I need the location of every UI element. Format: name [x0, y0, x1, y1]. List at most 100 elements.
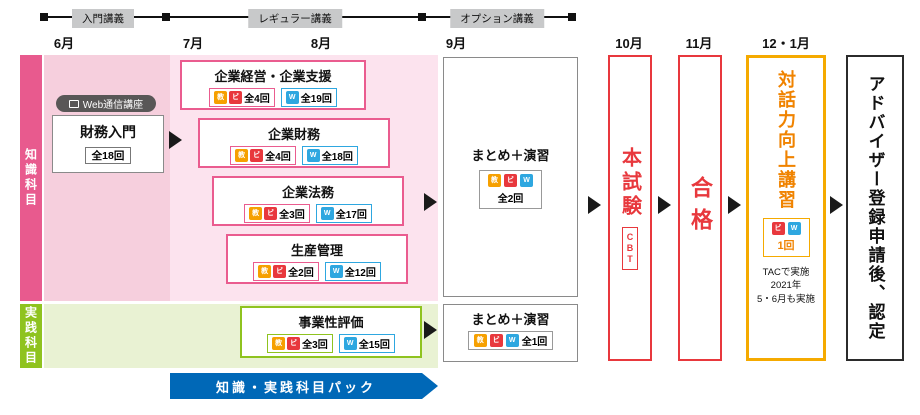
- course-title: 企業法務: [281, 185, 334, 200]
- timeline-node: [162, 13, 170, 21]
- video-booth-icon: ビ: [273, 265, 287, 278]
- video-booth-icon: ビ: [287, 337, 301, 350]
- course-kigyo-houmu: 企業法務 教 ビ 全3回 W 全17回: [212, 176, 404, 226]
- web-count-badge: W 全17回: [315, 204, 372, 223]
- lecture-count-badge: 教 ビ 全4回: [230, 146, 296, 165]
- course-badges: 教 ビ 全4回 W 全19回: [209, 88, 337, 107]
- video-booth-icon: ビ: [771, 222, 785, 235]
- lecture-count: 全18回: [321, 152, 353, 163]
- training-note-line: 5・6月も実施: [756, 293, 816, 305]
- course-badges: 教 ビ 全4回 W 全18回: [230, 146, 358, 165]
- flow-arrow-icon: [830, 196, 843, 214]
- classroom-icon: 教: [235, 149, 249, 162]
- flow-arrow-icon: [658, 196, 671, 214]
- video-booth-icon: ビ: [489, 334, 503, 347]
- row-label-practice: 実践科目: [20, 304, 42, 368]
- course-title: 企業財務: [267, 127, 320, 142]
- month-label-dec-jan: 12・1月: [762, 36, 810, 51]
- timeline-node: [40, 13, 48, 21]
- video-booth-icon: ビ: [250, 149, 264, 162]
- lecture-count: 全4回: [265, 152, 291, 163]
- timeline-node: [568, 13, 576, 21]
- training-note: TACで実施 2021年 5・6月も実施: [757, 266, 815, 306]
- flow-arrow-icon: [728, 196, 741, 214]
- classroom-icon: 教: [258, 265, 272, 278]
- classroom-icon: 教: [272, 337, 286, 350]
- web-course-badge-label: Web通信講座: [82, 100, 144, 111]
- exam-method: CBT: [625, 231, 635, 265]
- lecture-count-badge: 教 ビ 全2回: [253, 262, 319, 281]
- course-kigyo-keiei: 企業経営・企業支援 教 ビ 全4回 W 全19回: [180, 60, 366, 110]
- flow-arrow-icon: [588, 196, 601, 214]
- month-label-jul: 7月: [182, 36, 204, 51]
- lecture-count: 全3回: [279, 210, 305, 221]
- course-title: 生産管理: [290, 243, 343, 258]
- practice-summary-box: まとめ＋演習 教 ビ W 全1回: [443, 304, 578, 362]
- summary-count-badge: 教 ビ W 全1回: [467, 331, 554, 350]
- course-badges: 教 ビ 全3回 W 全17回: [244, 204, 372, 223]
- pack-banner-arrow: [422, 373, 438, 399]
- knowledge-summary-box: まとめ＋演習 教 ビ W 全2回: [443, 57, 578, 297]
- web-icon: W: [285, 91, 299, 104]
- web-icon: W: [306, 149, 320, 162]
- web-icon: W: [505, 334, 519, 347]
- classroom-icon: 教: [488, 174, 501, 187]
- course-title: 企業経営・企業支援: [214, 69, 332, 84]
- training-count-badge: ビ W 1回: [762, 218, 810, 257]
- video-booth-icon: ビ: [264, 207, 278, 220]
- course-kigyo-zaimu: 企業財務 教 ビ 全4回 W 全18回: [198, 118, 390, 168]
- course-zaimu-nyumon: 財務入門 全18回: [52, 115, 164, 173]
- course-seisan-kanri: 生産管理 教 ビ 全2回 W 全12回: [226, 234, 408, 284]
- video-booth-icon: ビ: [504, 174, 517, 187]
- course-count-badge: 全18回: [84, 147, 132, 164]
- month-label-aug: 8月: [310, 36, 332, 51]
- web-count-badge: W 全15回: [338, 334, 395, 353]
- timeline-node: [418, 13, 426, 21]
- exam-box: 本試験 CBT: [608, 55, 652, 361]
- pass-title: 合格: [688, 176, 713, 240]
- row-label-knowledge: 知識科目: [20, 55, 42, 301]
- web-icon: W: [343, 337, 357, 350]
- classroom-icon: 教: [249, 207, 263, 220]
- certification-box: アドバイザー登録申請後、認定: [846, 55, 904, 361]
- lecture-count: 全2回: [288, 268, 314, 279]
- lecture-count: 全12回: [344, 268, 376, 279]
- lecture-count-badge: 教 ビ 全4回: [209, 88, 275, 107]
- flow-arrow-icon: [424, 321, 437, 339]
- summary-icons: 教 ビ W: [488, 174, 533, 187]
- web-icon: W: [329, 265, 343, 278]
- month-label-oct: 10月: [615, 36, 643, 51]
- lecture-count: 全4回: [244, 94, 270, 105]
- pack-banner: 知識・実践科目パック: [170, 373, 422, 399]
- lecture-count: 全3回: [302, 340, 328, 351]
- web-icon: W: [787, 222, 801, 235]
- flow-arrow-icon: [424, 193, 437, 211]
- summary-count-badge: 教 ビ W 全2回: [479, 170, 542, 209]
- training-note-line: 2021年: [770, 280, 802, 292]
- month-label-jun: 6月: [53, 36, 75, 51]
- training-count: 1回: [777, 240, 795, 252]
- exam-title: 本試験: [618, 146, 641, 219]
- monitor-icon: [68, 99, 79, 108]
- course-badges: 教 ビ 全3回 W 全15回: [267, 334, 395, 353]
- web-count-badge: W 全19回: [280, 88, 337, 107]
- web-icon: W: [520, 174, 533, 187]
- video-booth-icon: ビ: [229, 91, 243, 104]
- lecture-count: 全15回: [358, 340, 390, 351]
- course-badges: 教 ビ 全2回 W 全12回: [253, 262, 381, 281]
- summary-title: まとめ＋演習: [471, 148, 550, 163]
- phase-label-regular: レギュラー講義: [248, 9, 342, 28]
- summary-title: まとめ＋演習: [471, 312, 550, 327]
- pass-box: 合格: [678, 55, 722, 361]
- certification-title: アドバイザー登録申請後、認定: [865, 75, 885, 341]
- web-course-badge: Web通信講座: [56, 95, 156, 112]
- classroom-icon: 教: [214, 91, 228, 104]
- month-label-nov: 11月: [685, 36, 713, 51]
- exam-method-badge: CBT: [622, 226, 638, 270]
- training-note-line: TACで実施: [762, 267, 810, 278]
- phase-label-intro: 入門講義: [72, 9, 134, 28]
- web-count-badge: W 全18回: [301, 146, 358, 165]
- lecture-count: 全17回: [335, 210, 367, 221]
- summary-count: 全1回: [521, 337, 548, 348]
